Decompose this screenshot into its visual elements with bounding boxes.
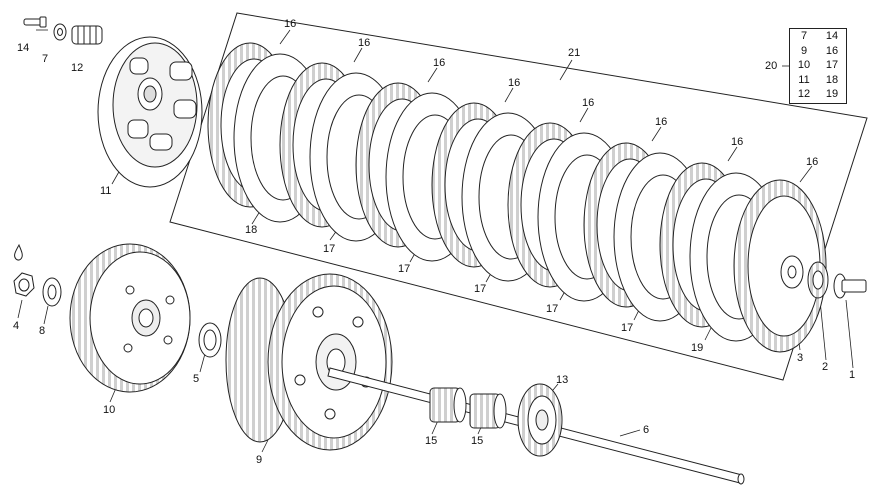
callout-16g: 16 [731,136,744,148]
kit-cell: 18 [825,73,839,86]
callout-16d: 16 [508,77,521,89]
callout-14: 14 [17,42,30,54]
spacer-5 [198,322,222,358]
kit-cell: 16 [825,44,839,57]
callout-19: 19 [691,342,704,354]
callout-17a: 17 [323,243,336,255]
callout-16f: 16 [655,116,668,128]
callout-15a: 15 [425,435,438,447]
callout-7: 7 [42,53,49,65]
kit-row: 12 19 [790,87,846,102]
kit-cell: 9 [800,44,808,57]
callout-10: 10 [103,404,116,416]
callout-16h: 16 [806,156,819,168]
callout-16e: 16 [582,97,595,109]
clutch-basket-9 [225,273,393,451]
callout-17c: 17 [474,283,487,295]
callout-3: 3 [797,352,804,364]
needle-bearing-15b [469,393,507,429]
friction-disc-16h [733,179,827,353]
washer-3 [780,255,804,289]
kit-cell: 17 [825,59,839,72]
callout-17b: 17 [398,263,411,275]
kit-table: 7 14 9 16 10 17 11 18 12 19 [789,28,847,104]
kit-row: 11 18 [790,73,846,88]
kit-row: 7 14 [790,29,846,44]
spring-12 [71,25,103,45]
pushrod-mushroom-1 [833,273,867,299]
callout-16c: 16 [433,57,446,69]
callout-8: 8 [39,325,46,337]
sprocket-13 [517,383,563,457]
pressure-plate-11 [97,36,203,188]
kit-row: 9 16 [790,44,846,59]
callout-13: 13 [556,374,569,386]
callout-21: 21 [568,47,581,59]
kit-row: 10 17 [790,58,846,73]
callout-4: 4 [13,320,20,332]
kit-cell: 12 [797,88,811,101]
washer-7 [53,23,67,41]
callout-11: 11 [100,185,112,197]
callout-12: 12 [71,62,84,74]
callout-16a: 16 [284,18,297,30]
callout-16b: 16 [358,37,371,49]
callout-17d: 17 [546,303,559,315]
callout-18: 18 [245,224,258,236]
kit-cell: 10 [797,59,811,72]
needle-bearing-2 [807,261,829,299]
callout-6: 6 [643,424,650,436]
callout-1: 1 [849,369,856,381]
needle-bearing-15a [429,387,467,423]
inner-hub-10 [69,243,191,393]
kit-cell: 14 [825,30,839,43]
kit-id-20: 20 [765,60,778,72]
nut-4 [13,272,35,297]
drop-icon [14,243,23,261]
callout-17e: 17 [621,322,634,334]
callout-2: 2 [822,361,829,373]
washer-8 [42,277,62,307]
callout-9: 9 [256,454,263,466]
callout-5: 5 [193,373,200,385]
kit-cell: 11 [798,73,810,86]
callout-15b: 15 [471,435,484,447]
kit-cell: 19 [825,88,839,101]
kit-cell: 7 [800,30,808,43]
bolt-14 [23,16,47,28]
